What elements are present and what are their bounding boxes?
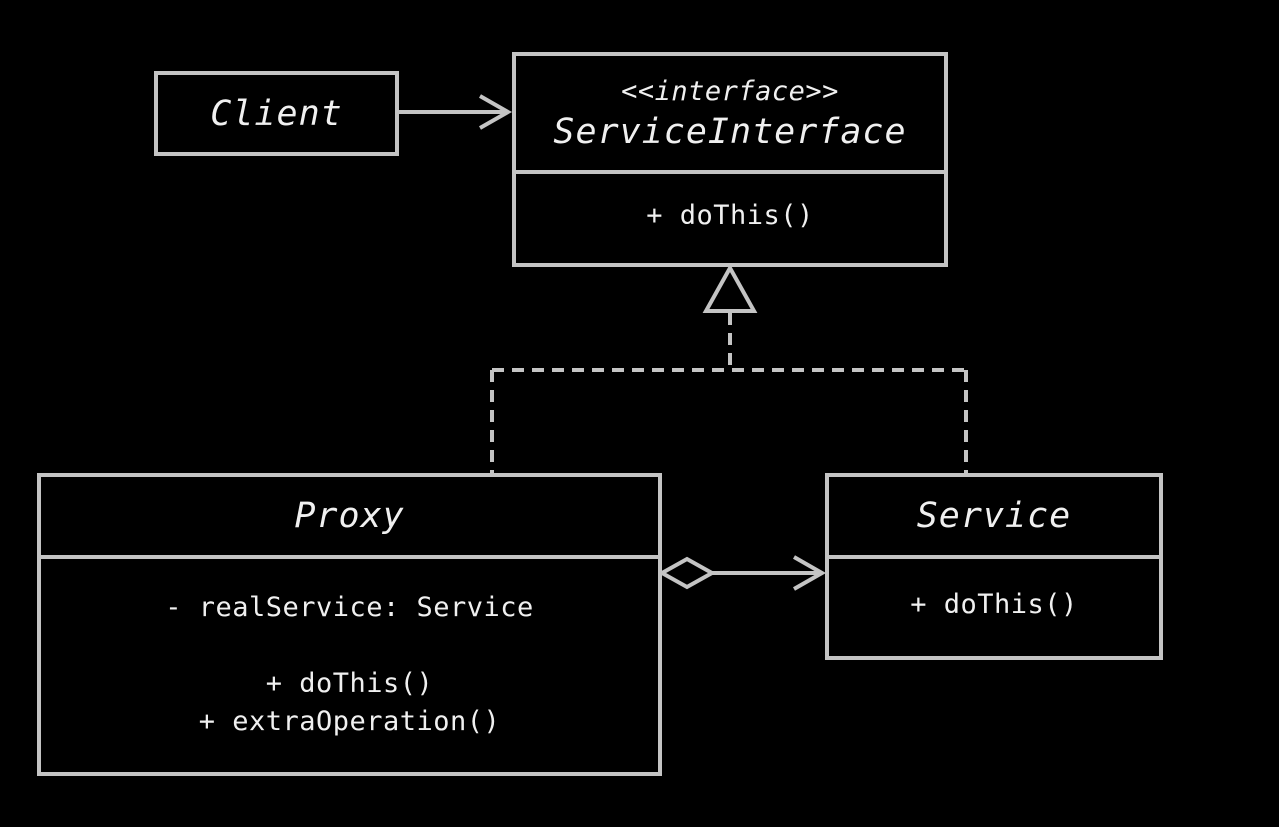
service-class-box: Service + doThis() [825,473,1163,660]
proxy-field: - realService: Service [165,592,534,623]
realization-arrow [490,263,968,473]
service-interface-class-name: ServiceInterface [553,112,907,152]
service-class-name: Service [916,496,1072,536]
proxy-class-box: Proxy - realService: Service + doThis() … [37,473,662,776]
service-interface-method: + doThis() [646,200,814,231]
service-method: + doThis() [910,589,1078,620]
service-methods: + doThis() [829,559,1159,620]
service-header: Service [829,477,1159,559]
aggregation-arrow [657,555,827,591]
proxy-members: - realService: Service + doThis() + extr… [41,559,658,741]
service-interface-class-box: <<interface>> ServiceInterface + doThis(… [512,52,948,267]
client-class-box: Client [154,71,399,156]
service-interface-header: <<interface>> ServiceInterface [516,56,944,174]
client-association-arrow [398,94,513,130]
service-interface-methods: + doThis() [516,174,944,231]
proxy-method: + doThis() [265,668,434,699]
client-class-name: Client [210,93,343,134]
proxy-header: Proxy [41,477,658,559]
proxy-method: + extraOperation() [198,706,501,737]
proxy-class-name: Proxy [294,496,405,536]
interface-stereotype: <<interface>> [621,76,839,107]
